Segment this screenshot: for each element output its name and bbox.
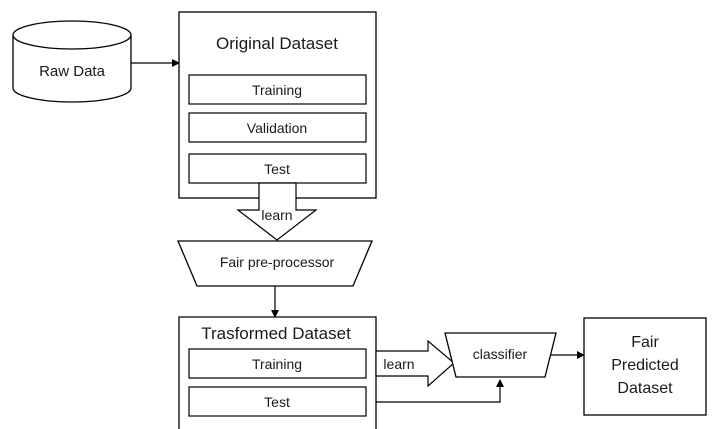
fair-predicted-line-1: Fair — [631, 334, 659, 351]
learn-right-arrow: learn — [375, 339, 455, 388]
arrow-test-to-classifier — [376, 379, 504, 403]
transformed-test-box — [188, 386, 367, 417]
fair-predicted-line-3: Dataset — [617, 380, 673, 397]
original-validation-box — [188, 112, 367, 143]
original-training-box — [188, 74, 367, 105]
fair-predicted-line-2: Predicted — [611, 357, 679, 374]
fair-preprocessor-label: Fair pre-processor — [220, 254, 335, 270]
classifier-label: classifier — [473, 346, 528, 362]
original-dataset-title: Original Dataset — [216, 34, 338, 53]
transformed-training-box — [188, 348, 367, 379]
original-dataset-node: Original Dataset Training Validation Tes… — [178, 11, 377, 199]
original-training-label: Training — [252, 82, 302, 98]
learn-down-arrow: learn — [236, 182, 318, 241]
transformed-dataset-title: Trasformed Dataset — [201, 324, 351, 343]
fair-preprocessor-node: Fair pre-processor — [177, 240, 373, 287]
original-validation-label: Validation — [247, 120, 307, 136]
learn-right-label: learn — [383, 356, 414, 372]
raw-data-node: Raw Data — [12, 20, 132, 103]
learn-down-label: learn — [261, 207, 292, 223]
raw-data-label: Raw Data — [39, 63, 106, 80]
transformed-dataset-node: Trasformed Dataset Training Test — [178, 316, 377, 429]
transformed-training-label: Training — [252, 356, 302, 372]
fair-predicted-dataset-node: Fair Predicted Dataset — [583, 317, 707, 416]
transformed-test-label: Test — [264, 394, 290, 410]
original-test-label: Test — [264, 161, 290, 177]
classifier-node: classifier — [444, 332, 557, 378]
